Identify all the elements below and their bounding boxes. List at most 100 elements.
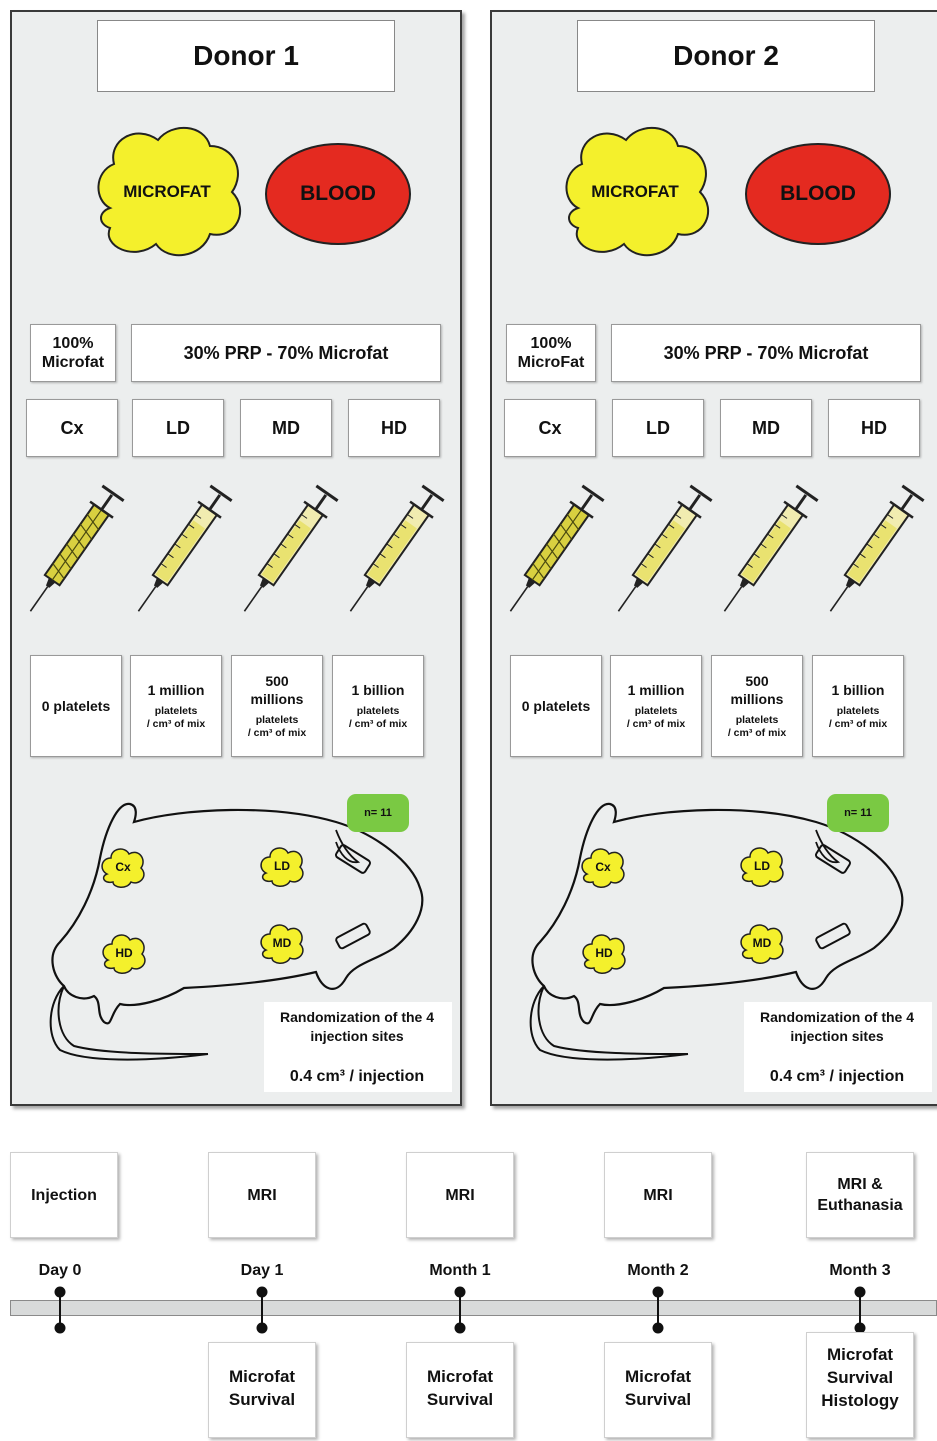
- outcome-box: Microfat Survival: [604, 1342, 712, 1438]
- platelet-unit: platelets: [255, 714, 299, 726]
- blood-label: BLOOD: [780, 182, 856, 205]
- timeline-event-text: MRI & Euthanasia: [817, 1176, 903, 1214]
- blood-label: BLOOD: [300, 182, 376, 205]
- timeline-time-label: Month 1: [429, 1262, 491, 1279]
- injection-site-label: HD: [595, 946, 613, 960]
- platelet-unit: platelets: [154, 705, 198, 717]
- outcome-text: Microfat Survival: [228, 1367, 296, 1409]
- platelet-count: 1 million: [147, 682, 205, 698]
- injection-site-label: LD: [754, 859, 770, 873]
- platelet-box: 1 billion platelets / cm³ of mix: [332, 655, 424, 757]
- platelet-unit: / cm³ of mix: [626, 718, 686, 730]
- outcome-box: Microfat Survival Histology: [806, 1332, 914, 1438]
- prp-mix-group: 30% PRP - 70% Microfat: [131, 324, 441, 382]
- platelet-unit: platelets: [356, 705, 400, 717]
- outcome-text: Microfat Survival: [426, 1367, 494, 1409]
- randomization-note: [264, 1002, 452, 1092]
- syringe-icon: [509, 484, 605, 612]
- platelet-unit: / cm³ of mix: [247, 727, 307, 739]
- sample-size-badge: n= 11: [347, 794, 409, 832]
- microfat-cloud: [565, 126, 710, 257]
- randomization-text: Randomization of the 4 injection sites: [280, 1009, 434, 1044]
- outcome-box: Microfat Survival: [208, 1342, 316, 1438]
- group-box-cx: Cx: [26, 399, 118, 457]
- outcome-box: Microfat Survival: [406, 1342, 514, 1438]
- group-box-cx: Cx: [504, 399, 596, 457]
- platelet-count: 0 platelets: [41, 698, 111, 714]
- syringe-icon: [29, 484, 125, 612]
- timeline-time-label: Month 3: [829, 1262, 891, 1279]
- timeline-markers: [54, 1286, 866, 1334]
- microfat-label: MICROFAT: [591, 182, 679, 201]
- prp-mix-group: 30% PRP - 70% Microfat: [611, 324, 921, 382]
- rat-outline-icon: [529, 802, 904, 1061]
- group-box-ld: LD: [132, 399, 224, 457]
- randomization-note: [744, 1002, 932, 1092]
- syringe-icon: [723, 484, 819, 612]
- group-label-line: 100%: [530, 335, 572, 352]
- outcome-text: Microfat Survival Histology: [821, 1345, 899, 1410]
- randomization-text: Randomization of the 4 injection sites: [760, 1009, 914, 1044]
- platelet-unit: / cm³ of mix: [348, 718, 408, 730]
- injection-site-cx-icon: [581, 848, 625, 888]
- timeline-event-box: Injection: [10, 1152, 118, 1238]
- injection-site-label: Cx: [595, 860, 611, 874]
- group-box-ld: LD: [612, 399, 704, 457]
- injection-site-hd-icon: [582, 934, 626, 974]
- syringe-icon: [137, 484, 233, 612]
- panel-title: Donor 1: [97, 20, 395, 92]
- timeline-time-label: Day 1: [240, 1262, 284, 1279]
- group-label-line: MicroFat: [517, 354, 585, 371]
- injection-site-label: HD: [115, 946, 133, 960]
- syringe-icon: [617, 484, 713, 612]
- injection-site-cx-icon: [101, 848, 145, 888]
- injection-site-hd-icon: [102, 934, 146, 974]
- injection-site-label: MD: [752, 936, 772, 950]
- platelet-box: 500 millions platelets / cm³ of mix: [231, 655, 323, 757]
- platelet-count: 1 million: [627, 682, 685, 698]
- platelet-unit: platelets: [735, 714, 779, 726]
- syringe-icon: [829, 484, 925, 612]
- microfat-label: MICROFAT: [123, 182, 211, 201]
- platelet-count: 1 billion: [831, 682, 885, 698]
- syringe-icon: [243, 484, 339, 612]
- injection-site-ld-icon: [260, 847, 304, 887]
- injection-site-label: Cx: [115, 860, 131, 874]
- platelet-count: 1 billion: [351, 682, 405, 698]
- timeline-event-box: MRI: [406, 1152, 514, 1238]
- injection-site-md-icon: [740, 924, 784, 964]
- timeline-time-label: Day 0: [38, 1262, 82, 1279]
- injection-site-md-icon: [260, 924, 304, 964]
- platelet-count: 0 platelets: [521, 698, 591, 714]
- syringe-icon: [349, 484, 445, 612]
- injection-site-ld-icon: [740, 847, 784, 887]
- platelet-box: 1 million platelets / cm³ of mix: [610, 655, 702, 757]
- platelet-box: 500 millions platelets / cm³ of mix: [711, 655, 803, 757]
- donor-panel: Donor 2 MICROFAT BLOOD 100% MicroFat 30%…: [490, 10, 937, 1106]
- platelet-unit: platelets: [634, 705, 678, 717]
- platelet-unit: / cm³ of mix: [727, 727, 787, 739]
- rat-outline-icon: [49, 802, 424, 1061]
- group-label-line: Microfat: [41, 354, 105, 371]
- platelet-unit: / cm³ of mix: [146, 718, 206, 730]
- outcome-text: Microfat Survival: [624, 1367, 692, 1409]
- microfat-cloud: [97, 126, 242, 257]
- platelet-box: 1 billion platelets / cm³ of mix: [812, 655, 904, 757]
- injection-site-label: LD: [274, 859, 290, 873]
- volume-per-injection: 0.4 cm³ / injection: [769, 1068, 905, 1085]
- group-box-hd: HD: [828, 399, 920, 457]
- platelet-box: 1 million platelets / cm³ of mix: [130, 655, 222, 757]
- group-box-md: MD: [720, 399, 812, 457]
- pure-microfat-group: 100% Microfat: [30, 324, 116, 382]
- platelet-unit: / cm³ of mix: [828, 718, 888, 730]
- group-box-md: MD: [240, 399, 332, 457]
- platelet-count: 500 millions: [250, 673, 304, 707]
- injection-site-label: MD: [272, 936, 292, 950]
- platelet-box: 0 platelets: [510, 655, 602, 757]
- timeline-event-box: MRI: [604, 1152, 712, 1238]
- donor-panel: Donor 1 MICROFAT BLOOD 100% Microfat 30%…: [10, 10, 462, 1106]
- sample-size-badge: n= 11: [827, 794, 889, 832]
- platelet-box: 0 platelets: [30, 655, 122, 757]
- pure-microfat-group: 100% MicroFat: [506, 324, 596, 382]
- group-box-hd: HD: [348, 399, 440, 457]
